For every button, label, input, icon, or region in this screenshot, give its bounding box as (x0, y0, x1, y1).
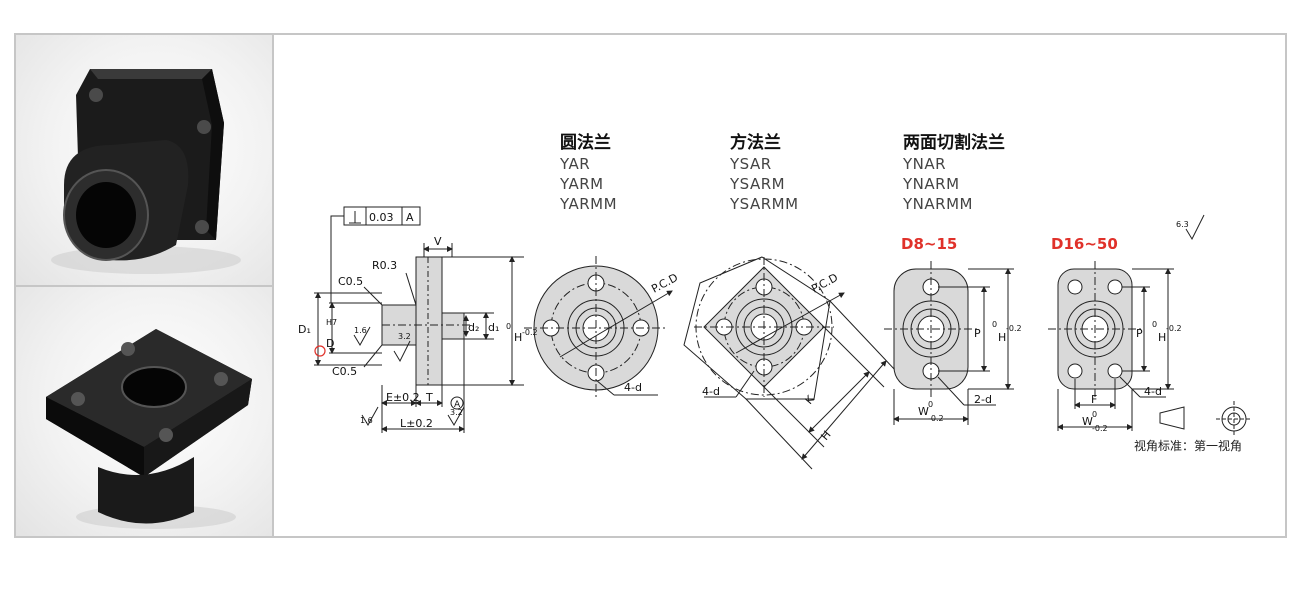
cut-flange-model-2: YNARM (903, 175, 960, 193)
group-cut-flange: 两面切割法兰 YNAR YNARM YNARMM (903, 132, 1005, 214)
small-tol-bottom: -0.2 (1006, 324, 1022, 333)
cut-flange-small-view (884, 261, 1014, 425)
cut-flange-model-3: YNARMM (903, 195, 973, 213)
photo-flange-front (16, 35, 272, 287)
cut-flange-model-1: YNAR (903, 155, 947, 173)
photo-column (16, 35, 274, 536)
group-square-flange: 方法兰 YSAR YSARM YSARMM (730, 132, 799, 214)
section-tol-bottom: -0.2 (522, 328, 538, 337)
surface-value: 6.3 (1176, 220, 1189, 229)
section-tol-top: 0 (506, 322, 511, 331)
large-tol-bottom: -0.2 (1166, 324, 1182, 333)
square-flange-model-2: YSARM (730, 175, 786, 193)
large-4d-label: 4-d (1144, 385, 1162, 398)
product-frame: 圆法兰 YAR YARM YARMM 方法兰 YSAR YSARM YSARMM… (14, 33, 1287, 538)
square-pcd-label: P.C.D (809, 271, 840, 296)
square-h-label: H (818, 428, 833, 443)
round-flange-model-2: YARM (560, 175, 604, 193)
section-view (314, 206, 524, 433)
projection-note: 视角标准：第一视角 (1134, 439, 1243, 453)
c-top-label: C0.5 (338, 275, 363, 288)
small-w-label: W (918, 405, 929, 418)
v-label: V (434, 235, 442, 248)
tolerance-value: 0.03 (369, 211, 394, 224)
round-flange-model-1: YAR (560, 155, 591, 173)
large-tol-top: 0 (1152, 320, 1157, 329)
ra16-a: 1.6 (354, 326, 367, 335)
large-h-label: H (1158, 331, 1166, 344)
small-w-tol-top: 0 (928, 400, 933, 409)
square-flange-view (683, 256, 897, 470)
large-p-label: P (1136, 327, 1143, 340)
ra32-b: 3.2 (450, 408, 463, 417)
flange-photo-top (51, 69, 241, 274)
large-w-tol-top: 0 (1092, 410, 1097, 419)
h7-label: H7 (326, 318, 337, 327)
large-w-label: W (1082, 415, 1093, 428)
square-4d-label: 4-d (702, 385, 720, 398)
ra32-a: 3.2 (398, 332, 411, 341)
flange-photo-bottom (46, 329, 252, 529)
d1-outer-label: D₁ (298, 323, 311, 336)
d1-inner-label: d₁ (488, 321, 499, 334)
small-tol-top: 0 (992, 320, 997, 329)
d2-label: d₂ (468, 321, 479, 334)
c-bottom-label: C0.5 (332, 365, 357, 378)
small-p-label: P (974, 327, 981, 340)
datum-label: A (406, 211, 414, 224)
r-label: R0.3 (372, 259, 397, 272)
first-angle-projection-icon (1159, 401, 1252, 437)
technical-drawing-panel: 圆法兰 YAR YARM YARMM 方法兰 YSAR YSARM YSARMM… (274, 35, 1287, 536)
small-h-label: H (998, 331, 1006, 344)
range-large-label: D16~50 (1051, 235, 1118, 253)
t-label: T (425, 391, 433, 404)
square-flange-title: 方法兰 (730, 133, 781, 153)
large-f-label: F (1091, 393, 1097, 406)
square-flange-model-3: YSARMM (730, 195, 799, 213)
cut-flange-large-view (1048, 261, 1174, 431)
photo-flange-top (16, 287, 272, 536)
section-flange (415, 256, 443, 386)
datum-circle-label: A (454, 400, 461, 410)
small-w-tol-bottom: -0.2 (928, 414, 944, 423)
range-small-label: D8~15 (901, 235, 958, 253)
cut-flange-title: 两面切割法兰 (903, 133, 1005, 153)
square-flange-model-1: YSAR (730, 155, 772, 173)
round-pcd-label: P.C.D (649, 271, 680, 296)
d-h7-label: D (326, 337, 334, 350)
group-round-flange: 圆法兰 YAR YARM YARMM (560, 132, 617, 214)
small-2d-label: 2-d (974, 393, 992, 406)
e-label: E±0.2 (386, 391, 420, 404)
round-flange-model-3: YARMM (560, 195, 618, 213)
h-section-label: H (514, 331, 522, 344)
large-w-tol-bottom: -0.2 (1092, 424, 1108, 433)
round-flange-title: 圆法兰 (560, 133, 611, 153)
round-flange-view (524, 256, 673, 400)
surface-roughness-icon (1185, 214, 1205, 241)
l-label: L±0.2 (400, 417, 433, 430)
tolerance-circle-icon (314, 345, 326, 357)
round-4d-label: 4-d (624, 381, 642, 394)
drawing-svg: 0.03 A R0.3 C0.5 C0.5 V D₁ D H7 d₂ d₁ H … (298, 206, 1252, 470)
ra16-b: 1.6 (360, 416, 373, 425)
